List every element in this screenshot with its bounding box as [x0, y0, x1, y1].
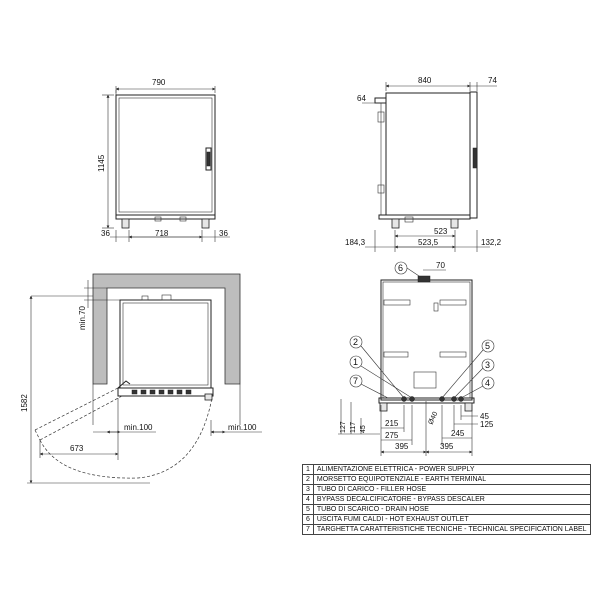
rear-view: 6 70 2 1 7 5 3 4 127 117 45 Ø40 [338, 261, 495, 456]
side-foot-left [391, 218, 400, 229]
legend-text: ALIMENTAZIONE ELETTRICA - POWER SUPPLY [312, 464, 591, 475]
front-foot-right-label: 36 [219, 229, 228, 238]
legend-text: TUBO DI SCARICO - DRAIN HOSE [312, 504, 591, 515]
exhaust-outlet [417, 275, 431, 283]
front-width-label: 790 [152, 78, 166, 87]
callout-5: 5 [485, 341, 490, 351]
callout-1: 1 [353, 357, 358, 367]
door-swing-width-label: 673 [70, 444, 84, 453]
legend-number: 6 [302, 514, 314, 525]
front-handle [205, 147, 212, 171]
callout-2: 2 [353, 337, 358, 347]
front-foot-right [201, 218, 210, 229]
callout-6: 6 [398, 263, 403, 273]
clearance-back-label: min.70 [78, 305, 87, 330]
front-view: 790 1145 36 718 36 [97, 78, 230, 242]
rear-bottom-right-1-label: 45 [480, 412, 489, 421]
front-foot-left [121, 218, 130, 229]
rear-bottom-left-3-label: 395 [395, 442, 409, 451]
side-handle-depth-label: 74 [488, 76, 497, 85]
clearance-left-label: min.100 [124, 423, 153, 432]
clearance-right-label: min.100 [228, 423, 257, 432]
rear-bottom-right-3-label: 245 [451, 429, 465, 438]
callout-3: 3 [485, 360, 490, 370]
plan-oven-body [119, 299, 212, 389]
legend-text: TUBO DI CARICO - FILLER HOSE [312, 484, 591, 495]
side-right-margin-label: 132,2 [481, 238, 502, 247]
side-feet-spacing-2-label: 523,5 [418, 238, 439, 247]
door-swing-height-label: 1582 [20, 394, 29, 412]
legend-number: 3 [302, 484, 314, 495]
front-body [115, 94, 216, 216]
wall-back [92, 273, 241, 385]
front-height-label: 1145 [97, 154, 106, 172]
plan-view: 1582 min.70 673 min.100 min.100 [20, 273, 262, 484]
door-swing-arc [39, 391, 214, 479]
front-base-width-label: 718 [155, 229, 169, 238]
drain-diameter-label: Ø40 [427, 411, 439, 426]
legend-number: 7 [302, 524, 314, 535]
legend-text: USCITA FUMI CALDI - HOT EXHAUST OUTLET [312, 514, 591, 525]
side-left-margin-label: 184,3 [345, 238, 366, 247]
side-body [385, 92, 471, 216]
rear-bottom-right-4-label: 395 [440, 442, 454, 451]
door-swing-open [34, 387, 119, 431]
legend-number: 5 [302, 504, 314, 515]
front-foot-left-label: 36 [101, 229, 110, 238]
rear-dim-top-label: 70 [436, 261, 445, 270]
rear-height-1-label: 127 [340, 421, 347, 433]
rear-bottom-left-1-label: 215 [385, 419, 399, 428]
legend-number: 4 [302, 494, 314, 505]
side-top-offset-label: 64 [357, 94, 366, 103]
legend-text: MORSETTO EQUIPOTENZIALE - EARTH TERMINAL [312, 474, 591, 485]
legend-text: TARGHETTA CARATTERISTICHE TECNICHE - TEC… [312, 524, 591, 535]
front-door-inner [118, 97, 213, 213]
legend-number: 2 [302, 474, 314, 485]
rear-height-3-label: 45 [360, 425, 367, 433]
legend-text: BYPASS DECALCIFICATORE - BYPASS DESCALER [312, 494, 591, 505]
callout-4: 4 [485, 378, 490, 388]
rear-height-2-label: 117 [350, 422, 357, 433]
side-feet-spacing-1-label: 523 [434, 227, 448, 236]
callout-7: 7 [353, 376, 358, 386]
rear-bottom-right-2-label: 125 [480, 420, 494, 429]
legend-number: 1 [302, 464, 314, 475]
side-view: 840 74 64 523 184,3 523,5 132,2 [345, 76, 502, 252]
rear-bottom-left-2-label: 275 [385, 431, 399, 440]
rear-body [380, 279, 473, 401]
side-depth-label: 840 [418, 76, 432, 85]
side-foot-right [450, 218, 459, 229]
